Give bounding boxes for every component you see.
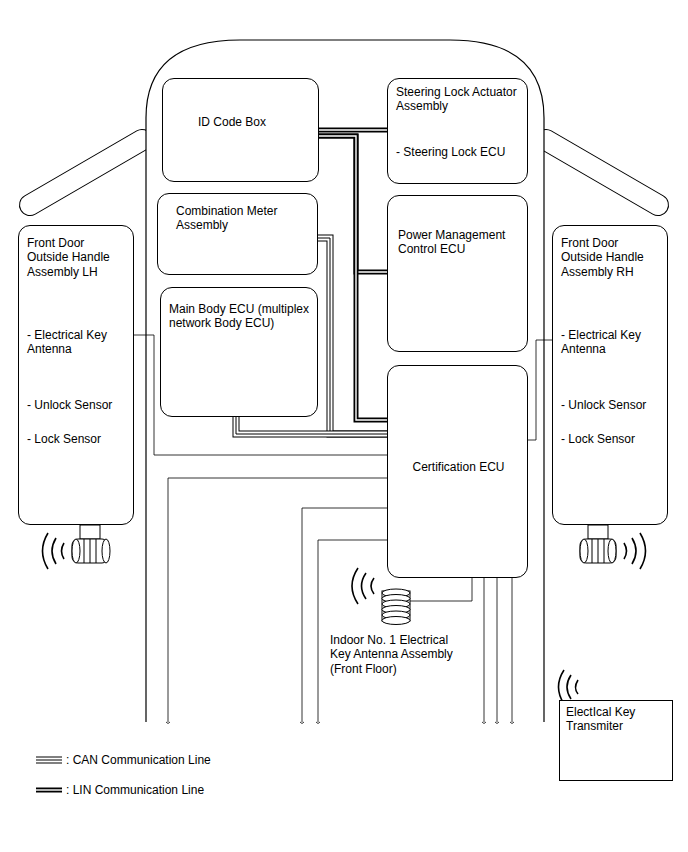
component-label: Indoor No. 1 Electrical Key Antenna Asse… [330,633,466,676]
antenna-coil [330,585,466,631]
component-label: - Unlock Sensor [561,398,661,412]
legend-label: : CAN Communication Line [66,753,211,767]
component-box: Main Body ECU (multiplex network Body EC… [160,287,318,417]
component-box: ID Code Box [162,78,319,182]
component-box: Indoor No. 1 Electrical Key Antenna Asse… [330,585,466,682]
communication-line [528,340,552,440]
component-label: - Unlock Sensor [27,398,127,412]
component-label: ElectIcal Key Transmiter [566,705,666,734]
component-label: - Lock Sensor [561,432,661,446]
component-label: Front Door Outside Handle Assembly RH [561,236,661,279]
component-box: Front Door Outside Handle Assembly RH - E… [552,225,668,525]
communication-line [319,130,387,131]
legend-label: : LIN Communication Line [66,783,204,797]
component-box: Certification ECU [387,365,528,578]
component-box: Combination Meter Assembly [157,193,318,275]
component-label: - Steering Lock ECU [396,145,521,159]
communication-line [236,417,387,434]
communication-line [318,238,387,434]
component-label: Front Door Outside Handle Assembly LH [27,236,127,279]
component-label: - Lock Sensor [27,432,127,446]
component-box: ElectIcal Key Transmiter [559,700,673,781]
component-label: Steering Lock Actuator Assembly [396,85,521,114]
component-box: Power Management Control ECU [387,195,528,352]
communication-line [466,578,472,601]
component-label: Main Body ECU (multiplex network Body EC… [169,302,311,331]
component-box: Steering Lock Actuator Assembly - Steerin… [387,78,528,184]
component-box: Front Door Outside Handle Assembly LH - E… [18,225,134,525]
component-label: - Electrical Key Antenna [561,328,661,357]
component-label: ID Code Box [198,115,313,129]
component-label: Power Management Control ECU [398,228,523,257]
component-label: - Electrical Key Antenna [27,328,127,357]
component-label: Combination Meter Assembly [176,204,311,233]
component-label: Certification ECU [398,460,519,474]
